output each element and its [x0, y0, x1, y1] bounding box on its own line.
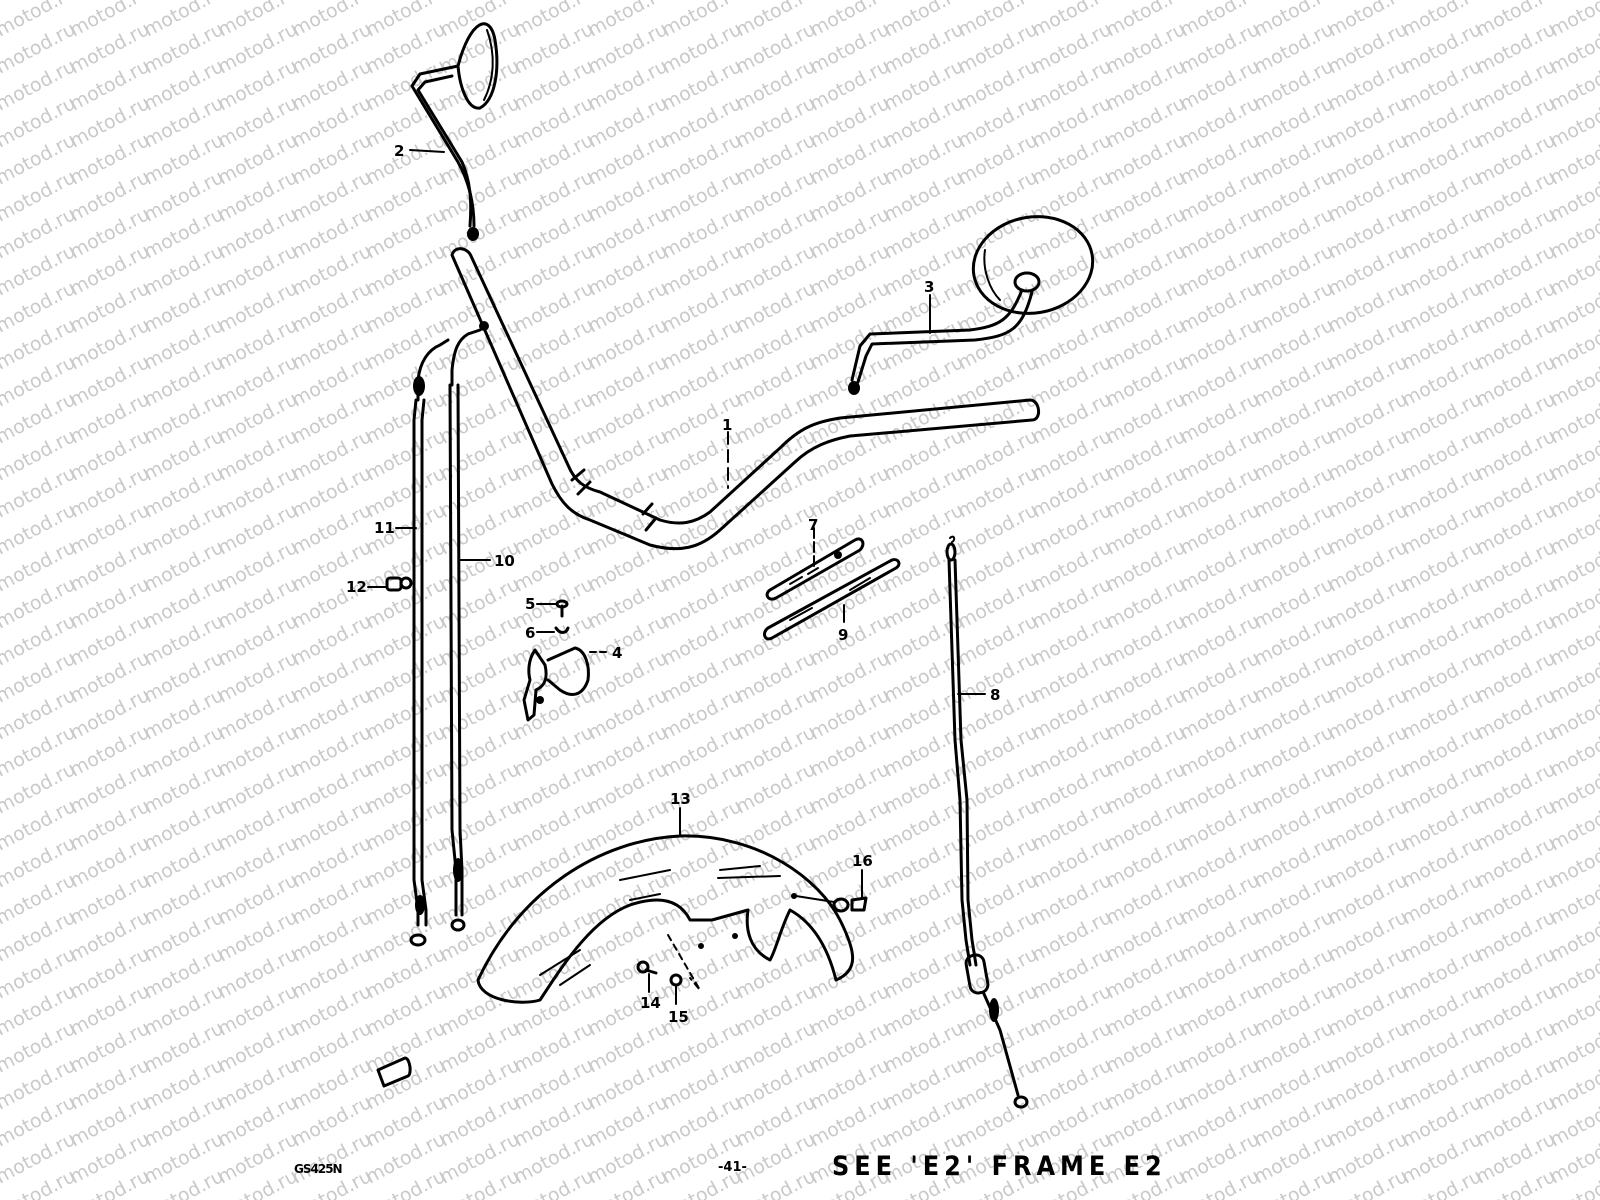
throttle-cable[interactable]: [448, 321, 489, 932]
cable-guide-bracket[interactable]: [522, 646, 590, 722]
cable-adjuster-long[interactable]: [763, 558, 901, 641]
callout-12: 12: [346, 578, 367, 596]
cable-clamp[interactable]: [385, 576, 413, 592]
callout-3: 3: [924, 278, 934, 296]
footer-model-code: GS425N: [294, 1162, 343, 1176]
callout-2: 2: [394, 142, 404, 160]
callout-1: 1: [722, 416, 732, 434]
front-fender[interactable]: [476, 834, 854, 1004]
callout-16: 16: [852, 852, 873, 870]
callout-14: 14: [640, 994, 661, 1012]
left-mirror[interactable]: [410, 22, 499, 241]
callout-11: 11: [374, 519, 395, 537]
callout-line-2: [409, 149, 445, 153]
small-bracket-part: [376, 1056, 412, 1088]
callout-4: 4: [612, 644, 622, 662]
callout-13: 13: [670, 790, 691, 808]
callout-15: 15: [668, 1008, 689, 1026]
callout-9: 9: [838, 626, 848, 644]
callout-10: 10: [494, 552, 515, 570]
fender-nut[interactable]: [669, 973, 683, 987]
callout-6: 6: [525, 624, 535, 642]
screw[interactable]: [555, 599, 569, 618]
fender-fastener[interactable]: [791, 893, 868, 913]
callout-5: 5: [525, 595, 535, 613]
fender-bolt[interactable]: [636, 960, 658, 975]
right-mirror[interactable]: [848, 207, 1100, 395]
footer-page-number: -41-: [718, 1160, 747, 1175]
handlebar[interactable]: [450, 247, 1040, 551]
callout-7: 7: [808, 516, 818, 534]
speedometer-cable[interactable]: [945, 535, 1029, 1109]
cable-adjuster[interactable]: [765, 537, 865, 601]
callout-8: 8: [990, 686, 1000, 704]
washer[interactable]: [554, 626, 570, 634]
clutch-cable[interactable]: [409, 338, 450, 947]
footer-frame-note: SEE 'E2' FRAME E2: [832, 1150, 1167, 1182]
assembly-line: [667, 934, 701, 991]
